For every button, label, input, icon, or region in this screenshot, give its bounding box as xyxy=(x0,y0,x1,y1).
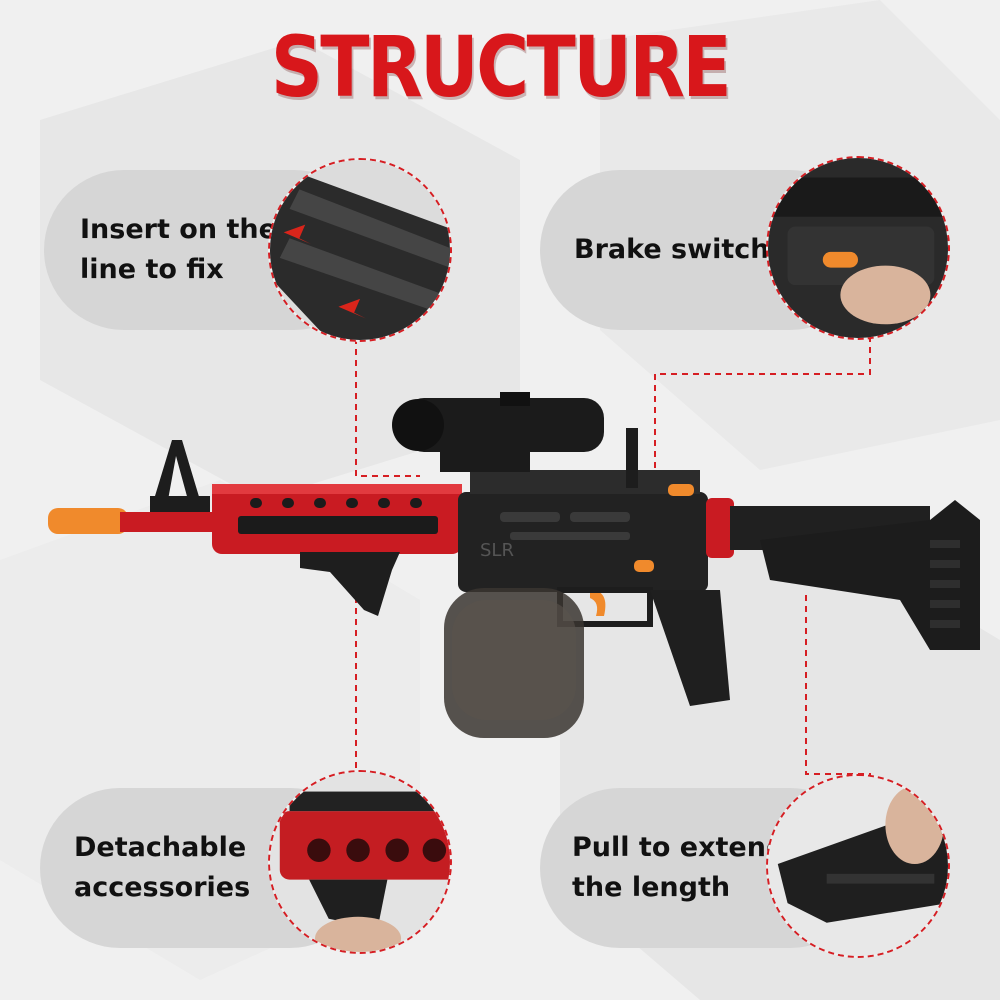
svg-text:SLR: SLR xyxy=(480,540,514,561)
detail-circle-accessories xyxy=(268,770,452,954)
detail-circle-stock xyxy=(766,774,950,958)
detail-circle-brake-switch xyxy=(766,156,950,340)
detail-circle-rail xyxy=(268,158,452,342)
page-title: STRUCTURE xyxy=(270,18,732,116)
callout-detachable-accessories-text: Detachable accessories xyxy=(74,832,251,903)
callout-brake-switch-text: Brake switch xyxy=(574,234,770,265)
